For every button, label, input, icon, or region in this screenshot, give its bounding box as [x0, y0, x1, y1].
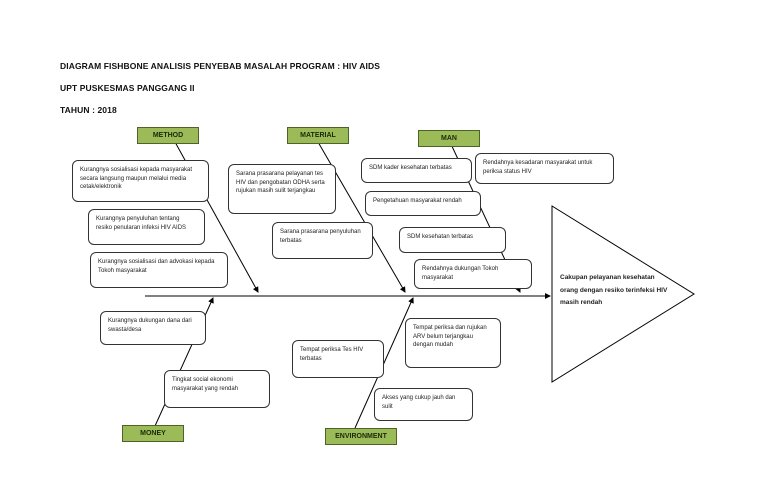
diagram-title: DIAGRAM FISHBONE ANALISIS PENYEBAB MASAL…	[60, 61, 380, 71]
category-man: MAN	[418, 130, 480, 147]
cause-method-1: Kurangnya sosialisasi kepada masyarakat …	[72, 160, 209, 202]
diagram-year: TAHUN : 2018	[60, 105, 117, 115]
cause-man-5: Rendahnya dukungan Tokoh masyarakat	[414, 259, 532, 289]
cause-man-2: Rendahnya kesadaran masyarakat untuk per…	[475, 153, 614, 184]
category-material: MATERIAL	[287, 127, 349, 144]
category-method: METHOD	[137, 127, 199, 144]
cause-method-3: Kurangnya sosialisasi dan advokasi kepad…	[90, 252, 228, 288]
diagram-unit: UPT PUSKESMAS PANGGANG II	[60, 83, 195, 93]
cause-man-4: SDM kesehatan terbatas	[399, 227, 506, 253]
effect-head	[551, 205, 695, 383]
cause-money-2: Tingkat social ekonomi masyarakat yang r…	[164, 370, 270, 408]
category-money: MONEY	[122, 425, 184, 442]
effect-text: Cakupan pelayanan kesehatan orang dengan…	[560, 274, 668, 306]
cause-money-1: Kurangnya dukungan dana dari swasta/desa	[100, 311, 206, 345]
cause-material-1: Sarana prasarana pelayanan tes HIV dan p…	[228, 164, 336, 214]
cause-environment-3: Akses yang cukup jauh dan sulit	[374, 388, 473, 421]
bone-environment	[354, 297, 414, 429]
cause-material-2: Sarana prasarana penyuluhan terbatas	[272, 222, 373, 259]
cause-environment-1: Tempat periksa Tes HIV terbatas	[292, 340, 384, 378]
cause-man-1: SDM kader kesehatan terbatas	[361, 158, 472, 183]
category-environment: ENVIRONMENT	[325, 428, 397, 445]
cause-man-3: Pengetahuan masyarakat rendah	[365, 191, 481, 216]
cause-method-2: Kurangnya penyuluhan tentang resiko penu…	[88, 209, 205, 245]
cause-environment-2: Tempat periksa dan rujukan ARV belum ter…	[405, 318, 501, 368]
